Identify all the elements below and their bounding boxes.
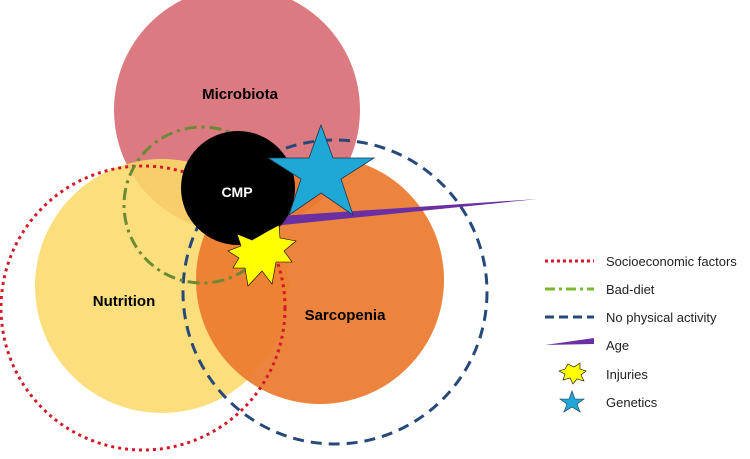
legend-label-physical-activity: No physical activity <box>606 310 717 325</box>
legend-item-physical-activity: No physical activity <box>545 310 717 325</box>
microbiota-label: Microbiota <box>202 86 278 103</box>
legend-item-socioeconomic: Socioeconomic factors <box>545 254 737 269</box>
legend-item-age: Age <box>545 338 629 353</box>
legend-label-bad-diet: Bad-diet <box>606 282 655 297</box>
legend-item-injuries: Injuries <box>558 362 648 385</box>
cmp-circle <box>181 131 295 245</box>
legend-label-genetics: Genetics <box>606 395 658 410</box>
sarcopenia-label: Sarcopenia <box>305 307 387 324</box>
physical-activity-ring <box>181 138 489 446</box>
legend-label-injuries: Injuries <box>606 367 648 382</box>
legend-label-socioeconomic: Socioeconomic factors <box>606 254 737 269</box>
legend-item-bad-diet: Bad-diet <box>545 282 655 297</box>
nutrition-label: Nutrition <box>93 293 155 310</box>
yellow-burst-icon <box>558 362 587 385</box>
purple-wedge-icon <box>545 338 594 345</box>
injuries-burst <box>227 224 297 287</box>
legend-item-genetics: Genetics <box>559 390 658 413</box>
cmp-label: CMP <box>221 184 252 200</box>
cyan-star-icon <box>559 390 585 413</box>
legend-label-age: Age <box>606 338 629 353</box>
socioeconomic-ring <box>0 164 287 452</box>
age-wedge <box>273 199 538 226</box>
genetics-star <box>266 123 376 217</box>
legend: Socioeconomic factors Bad-diet No physic… <box>545 254 737 413</box>
